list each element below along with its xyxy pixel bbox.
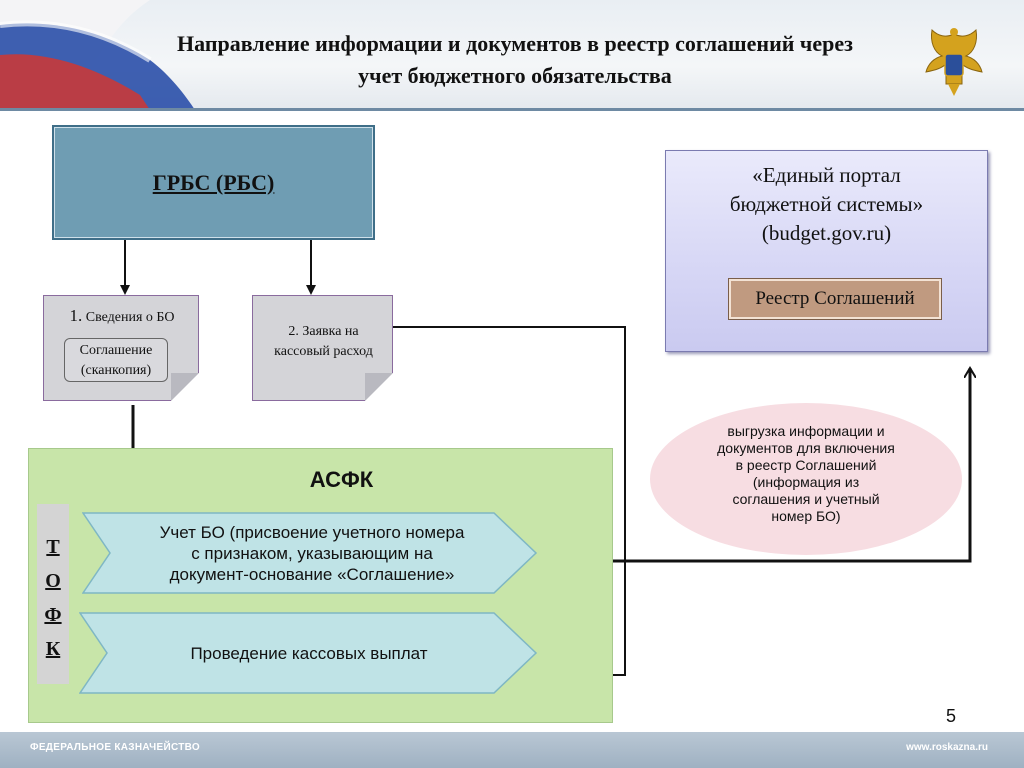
title-line-1: Направление информации и документов в ре… (177, 31, 853, 56)
step1-line-2: с признаком, указывающим на (191, 544, 433, 563)
arrow-asfk-to-portal (553, 368, 970, 563)
export-line-5: соглашения и учетный (732, 491, 880, 507)
document-bo-info: 1. Сведения о БО Соглашение (сканкопия) (43, 295, 199, 401)
export-note-ellipse: выгрузка информации и документов для вкл… (650, 403, 962, 555)
export-line-3: в реестр Соглашений (735, 457, 877, 473)
tofk-letter-1: Т (46, 536, 60, 558)
chevron-shape (82, 512, 538, 594)
tofk-letter-2: О (45, 570, 61, 592)
export-line-4: (информация из (752, 474, 860, 490)
slide-title: Направление информации и документов в ре… (40, 28, 990, 92)
chevron-shape (79, 612, 538, 694)
footer-org-name: ФЕДЕРАЛЬНОЕ КАЗНАЧЕЙСТВО (30, 742, 200, 753)
doc2-line-1: 2. Заявка на (288, 324, 359, 339)
doc1-title-text: Сведения о БО (82, 310, 175, 325)
export-line-1: выгрузка информации и (727, 423, 885, 439)
budget-portal-box: «Единый портал бюджетной системы» (budge… (665, 150, 988, 352)
export-note-text: выгрузка информации и документов для вкл… (650, 423, 962, 525)
export-line-6: номер БО) (771, 508, 841, 524)
step-bo-accounting: Учет БО (присвоение учетного номера с пр… (82, 512, 538, 594)
grbs-box: ГРБС (РБС) (52, 125, 375, 240)
asfk-title: АСФК (309, 467, 374, 492)
portal-title: «Единый портал бюджетной системы» (budge… (666, 161, 987, 248)
step2-text: Проведение кассовых выплат (190, 644, 428, 663)
russian-flag-graphic (0, 0, 195, 110)
portal-line-1: «Единый портал (752, 163, 901, 187)
slide-header: Направление информации и документов в ре… (0, 0, 1024, 110)
tofk-letter-3: Ф (44, 604, 62, 626)
agreement-scan-box: Соглашение (сканкопия) (64, 338, 168, 382)
title-line-2: учет бюджетного обязательства (358, 63, 672, 88)
footer-website: www.roskazna.ru (906, 742, 988, 753)
registry-label: Реестр Соглашений (755, 288, 915, 309)
page-fold-icon (171, 373, 199, 401)
treasury-emblem-icon (925, 28, 983, 96)
agreement-line-1: Соглашение (79, 343, 153, 358)
agreement-line-2: (сканкопия) (80, 363, 152, 378)
page-fold-icon (365, 373, 393, 401)
page-number: 5 (946, 706, 957, 726)
slide-footer: ФЕДЕРАЛЬНОЕ КАЗНАЧЕЙСТВО www.roskazna.ru (0, 732, 1024, 768)
step-cash-payments: Проведение кассовых выплат (79, 612, 538, 694)
tofk-letter-4: К (45, 638, 61, 660)
step1-text: Учет БО (присвоение учетного номера с пр… (122, 522, 502, 585)
tofk-label-box: Т О Ф К (37, 504, 69, 684)
doc1-number: 1. (69, 306, 83, 325)
portal-line-3: (budget.gov.ru) (761, 221, 892, 245)
doc2-line-2: кассовый расход (274, 344, 373, 359)
step1-line-1: Учет БО (присвоение учетного номера (159, 523, 465, 542)
export-line-2: документов для включения (717, 440, 895, 456)
header-divider (0, 108, 1024, 111)
grbs-label: ГРБС (РБС) (152, 169, 275, 195)
document-cash-request: 2. Заявка на кассовый расход (252, 295, 393, 401)
agreements-registry-box: Реестр Соглашений (729, 279, 941, 319)
doc1-title: 1. Сведения о БО (44, 306, 200, 326)
doc2-text: 2. Заявка на кассовый расход (253, 322, 394, 362)
step1-line-3: документ-основание «Соглашение» (169, 565, 455, 584)
portal-line-2: бюджетной системы» (729, 192, 924, 216)
